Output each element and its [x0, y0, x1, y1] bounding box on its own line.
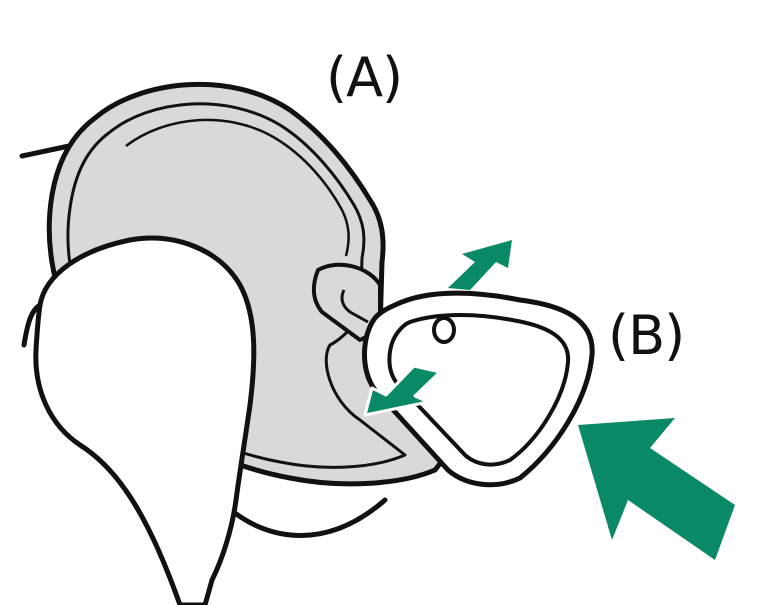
label-part-a: (A)	[326, 46, 403, 109]
ring-pin	[432, 316, 456, 344]
arrow-up-icon	[448, 240, 512, 290]
push-arrow-icon	[578, 418, 735, 560]
ring-inner	[387, 313, 571, 467]
finger	[33, 235, 257, 605]
cable-line-bottom	[222, 497, 388, 538]
label-part-b: (B)	[608, 304, 685, 367]
finger-side-line	[21, 302, 43, 348]
arrow-down-icon	[363, 364, 442, 417]
cap-inner-rim-2	[125, 118, 350, 257]
cap-latch-slot-inner	[340, 289, 369, 324]
